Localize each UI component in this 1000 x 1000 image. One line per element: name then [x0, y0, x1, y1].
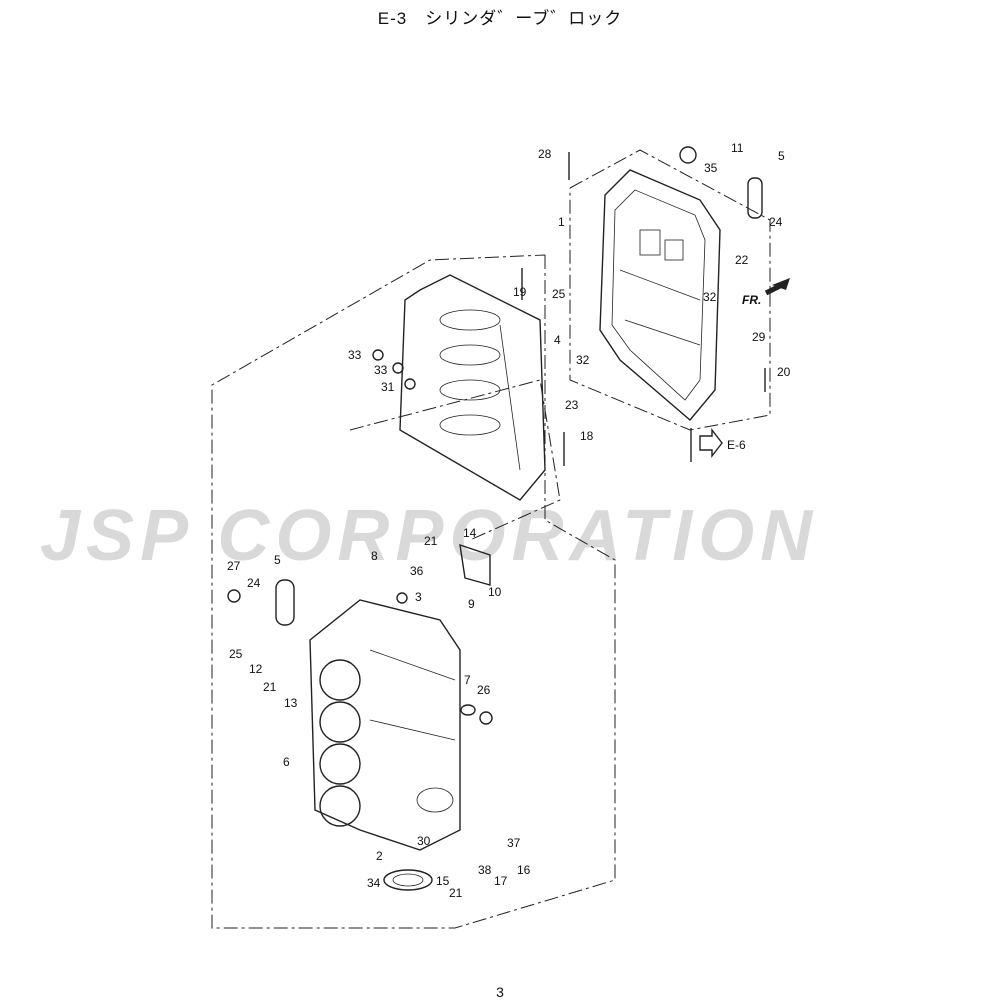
- page-number: 3: [496, 984, 504, 1000]
- callout[interactable]: 21: [263, 680, 277, 694]
- callout[interactable]: 25: [229, 647, 243, 661]
- callout[interactable]: 5: [778, 149, 785, 163]
- small-parts: [227, 146, 766, 891]
- callout[interactable]: 35: [704, 161, 718, 175]
- callout[interactable]: 2: [376, 849, 383, 863]
- callout[interactable]: 11: [731, 141, 744, 155]
- callouts: 28 11 5 35 1 24 22 19 25 32 33 33 4 32 2…: [227, 141, 791, 900]
- cylinder-block-drawing: [309, 599, 461, 851]
- leader-frame-upper: [569, 149, 771, 431]
- callout[interactable]: 29: [752, 330, 766, 344]
- callout[interactable]: 10: [488, 585, 502, 599]
- callout[interactable]: 15: [436, 874, 450, 888]
- callout[interactable]: 24: [769, 215, 783, 229]
- callout[interactable]: 14: [463, 526, 477, 540]
- callout[interactable]: 32: [703, 290, 717, 304]
- page-title: E-3 シリンダ゛ーブ゛ロック: [377, 9, 623, 28]
- callout[interactable]: 32: [576, 353, 590, 367]
- callout[interactable]: 1: [558, 215, 565, 229]
- crankcase-drawing: [399, 274, 546, 501]
- leader-frame-main: [211, 254, 616, 929]
- callout[interactable]: 4: [554, 333, 561, 347]
- callout[interactable]: 21: [449, 886, 463, 900]
- crankcase-cover-drawing: [599, 169, 721, 421]
- callout[interactable]: 37: [507, 836, 521, 850]
- callout[interactable]: 31: [381, 380, 395, 394]
- callout[interactable]: 34: [367, 876, 381, 890]
- callout[interactable]: 21: [424, 534, 438, 548]
- callout[interactable]: 25: [552, 287, 566, 301]
- callout[interactable]: 22: [735, 253, 749, 267]
- callout[interactable]: 20: [777, 365, 791, 379]
- callout[interactable]: 38: [478, 863, 492, 877]
- callout[interactable]: 9: [468, 597, 475, 611]
- front-direction-indicator: FR.: [742, 278, 790, 307]
- callout[interactable]: 26: [477, 683, 491, 697]
- front-label: FR.: [742, 293, 761, 307]
- watermark: JSP CORPORATION: [40, 496, 819, 576]
- callout[interactable]: 24: [247, 576, 261, 590]
- callout[interactable]: 5: [274, 553, 281, 567]
- callout[interactable]: 18: [580, 429, 594, 443]
- callout[interactable]: 7: [464, 673, 471, 687]
- callout[interactable]: 33: [348, 348, 362, 362]
- reference-arrow: E-6: [699, 427, 746, 459]
- callout[interactable]: 17: [494, 874, 508, 888]
- callout[interactable]: 33: [374, 363, 388, 377]
- callout[interactable]: 13: [284, 696, 298, 710]
- callout[interactable]: 8: [371, 549, 378, 563]
- callout[interactable]: 36: [410, 564, 424, 578]
- callout[interactable]: 6: [283, 755, 290, 769]
- callout[interactable]: 16: [517, 863, 531, 877]
- callout[interactable]: 19: [513, 285, 527, 299]
- callout[interactable]: 28: [538, 147, 552, 161]
- reference-label[interactable]: E-6: [727, 438, 746, 452]
- callout[interactable]: 27: [227, 559, 241, 573]
- callout[interactable]: 23: [565, 398, 579, 412]
- callout[interactable]: 12: [249, 662, 263, 676]
- leader-frame-middle: [349, 379, 561, 541]
- callout[interactable]: 3: [415, 590, 422, 604]
- callout[interactable]: 30: [417, 834, 431, 848]
